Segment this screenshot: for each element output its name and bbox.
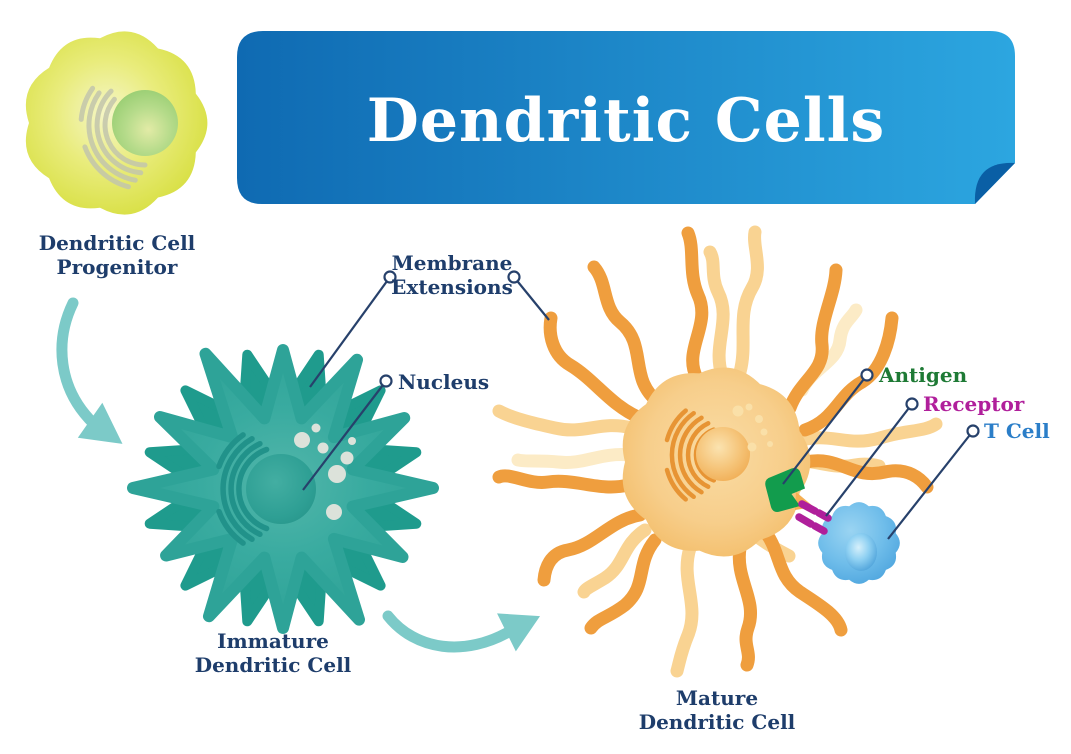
tentacle [755,521,848,637]
page-title: Dendritic Cells [367,86,885,156]
immature-endoplasmic-reticulum [216,432,270,546]
immature-vesicles [294,423,356,520]
vesicle [328,465,346,483]
vesicle [326,504,342,520]
receptor-segment [811,522,828,535]
nucleus-label: Nucleus [398,370,489,394]
vesicle [294,432,310,448]
tentacle [492,469,635,494]
leader-dot-icon [966,424,980,438]
progenitor-to-immature-arrow-icon [56,297,123,444]
immature-to-mature-arrow-icon [382,610,541,653]
leader-lines [302,270,980,540]
tentacle [543,311,647,425]
receptor-leader [825,403,913,517]
leader-dot-icon [905,397,919,411]
receptor-segment [795,513,815,528]
antigen-label: Antigen [878,363,968,387]
t-cell [818,502,900,584]
t-cell-label: T Cell [984,419,1050,443]
vesicle [755,415,763,423]
antigen-shape [765,468,805,512]
banner-shape [237,31,1015,204]
vesicle [317,442,329,454]
membrane-extensions-label-line-1: Membrane [392,251,513,275]
tentacle [799,454,934,494]
mature-dendritic-cell: Mature Dendritic Cell [492,225,943,734]
progenitor-label-line-2: Progenitor [57,255,178,279]
arrow-head [497,613,541,652]
immature-nucleus [246,454,316,524]
leader-dot-icon [383,270,397,284]
tentacle [577,523,652,599]
vesicle [732,405,744,417]
vesicle [767,441,773,447]
tentacle [681,226,709,385]
immature-label-line-1: Immature [217,629,329,653]
leader-dot-icon [860,368,874,382]
tentacle [584,533,662,635]
progenitor-nucleus [112,90,178,156]
vesicle [745,403,753,411]
leader-dot-icon [379,374,393,388]
tentacle [492,404,639,437]
tentacle [733,225,764,379]
antigen-leader [782,374,868,485]
arrow-curve [382,610,518,653]
membrane-extensions-label-line-2: Extensions [391,275,513,299]
mature-nucleus [696,427,750,481]
vesicle [348,437,356,445]
mature-label-line-2: Dendritic Cell [639,710,796,734]
t-cell-nucleus [845,533,877,571]
tentacle [537,508,647,587]
receptor-segment [798,500,819,515]
mature-label-line-1: Mature [676,686,758,710]
immature-dendritic-cell: Immature Dendritic Cell [127,344,439,677]
immature-label-line-2: Dendritic Cell [195,653,352,677]
membrane-leader-right [513,276,550,321]
receptor-segment [815,509,832,522]
mature-endoplasmic-reticulum [664,408,717,502]
membrane-leader-left [309,276,391,388]
tentacle [783,263,843,415]
banner-corner-fold-icon [974,162,1015,204]
arrow-head [77,402,123,444]
tentacle [703,245,730,382]
vesicle [340,451,354,465]
t-cell-leader [887,430,974,540]
leader-dot-icon [507,270,521,284]
tentacle [587,260,665,409]
tentacle [670,541,699,678]
dendritic-cell-progenitor: Dendritic Cell Progenitor [25,31,208,279]
vesicle [760,428,768,436]
tentacle [511,448,637,469]
tentacle [732,541,758,672]
arrow-curve [56,297,100,430]
receptor-label: Receptor [923,392,1025,416]
progenitor-endoplasmic-reticulum [78,85,148,190]
nucleus-leader [302,380,387,491]
title-banner: Dendritic Cells [237,31,1015,204]
mature-vesicles [732,403,773,452]
receptors [795,500,832,535]
vesicle [311,423,321,433]
vesicle [747,442,757,452]
progenitor-label-line-1: Dendritic Cell [39,231,196,255]
